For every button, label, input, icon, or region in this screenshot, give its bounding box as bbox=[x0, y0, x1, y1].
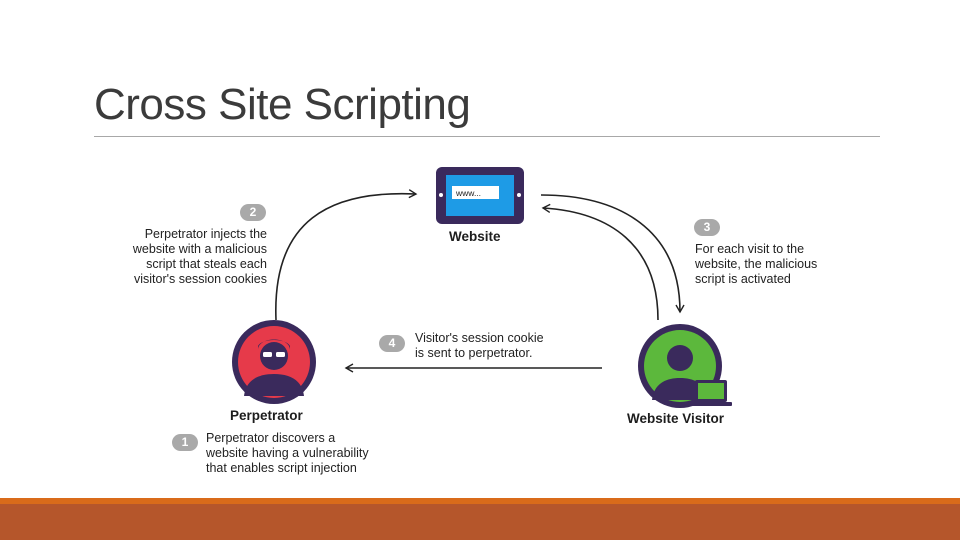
step-1-text: Perpetrator discovers a website having a… bbox=[206, 431, 369, 475]
step-3-text: For each visit to the website, the malic… bbox=[695, 242, 818, 286]
perpetrator-label: Perpetrator bbox=[230, 408, 303, 423]
visitor-label: Website Visitor bbox=[627, 411, 725, 426]
website-tablet-icon: www... bbox=[436, 167, 524, 224]
step-3-badge: 3 bbox=[694, 219, 720, 236]
visitor-avatar-icon bbox=[638, 324, 732, 408]
step-4-badge: 4 bbox=[379, 335, 405, 352]
step-4-text: Visitor's session cookie is sent to perp… bbox=[415, 331, 544, 360]
step-1-badge: 1 bbox=[172, 434, 198, 451]
step-2-badge: 2 bbox=[240, 204, 266, 221]
website-label: Website bbox=[449, 229, 501, 244]
perpetrator-avatar-icon bbox=[232, 320, 316, 404]
arrow-perpetrator-to-website bbox=[275, 189, 418, 321]
step-2-text: Perpetrator injects the website with a m… bbox=[132, 227, 267, 286]
website-screen-text: www... bbox=[455, 188, 481, 198]
slide-title: Cross Site Scripting bbox=[94, 80, 471, 129]
arrow-visitor-to-website bbox=[541, 203, 659, 321]
footer-bar bbox=[0, 504, 960, 540]
arrow-website-to-visitor bbox=[540, 194, 685, 314]
title-divider bbox=[94, 136, 880, 137]
footer-accent-line bbox=[0, 498, 960, 504]
